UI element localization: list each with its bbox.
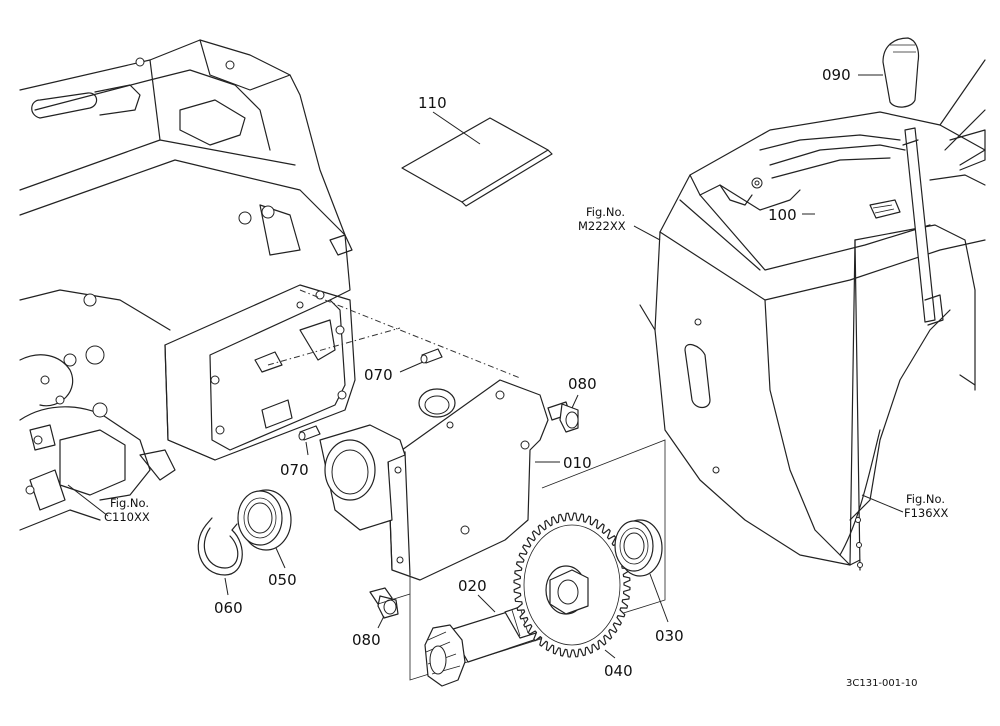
part-010-case-cover: 010 (319, 379, 592, 581)
housing-mount-face (164, 284, 521, 461)
label-080-lower: 080 (352, 631, 381, 649)
transmission-housing (19, 39, 353, 531)
label-110: 110 (418, 94, 447, 112)
label-070-upper: 070 (364, 366, 393, 384)
label-040: 040 (604, 662, 633, 680)
label-020: 020 (458, 577, 487, 595)
diagram-code: 3C131-001-10 (846, 678, 917, 689)
fig-ref-m222xx-line2: M222XX (578, 219, 626, 233)
fig-ref-c110xx-line1: Fig.No. (110, 496, 149, 510)
part-040-gear: 040 (513, 512, 633, 680)
part-020-pinion-shaft: 020 (424, 577, 553, 687)
label-010: 010 (563, 454, 592, 472)
fig-ref-f136xx-line2: F136XX (904, 506, 948, 520)
part-030-bearing: 030 (614, 519, 684, 645)
part-080-bolt-lower: 080 (352, 587, 399, 649)
label-080-upper: 080 (568, 375, 597, 393)
label-050: 050 (268, 571, 297, 589)
part-100: 100 (768, 206, 815, 224)
part-070-pins: 070 070 (280, 348, 443, 479)
label-100: 100 (768, 206, 797, 224)
fig-ref-f136xx: Fig.No. F136XX (861, 492, 948, 520)
fender-cover (639, 59, 986, 571)
label-030: 030 (655, 627, 684, 645)
part-060-snap-ring: 060 (197, 517, 243, 617)
fig-ref-c110xx-line2: C110XX (104, 510, 150, 524)
label-070-lower: 070 (280, 461, 309, 479)
assembly-bracket (409, 439, 666, 681)
part-090-lever: 090 (822, 37, 944, 326)
part-110-sheet: 110 (401, 94, 553, 207)
fig-ref-m222xx: Fig.No. M222XX (578, 205, 661, 241)
fig-ref-c110xx: Fig.No. C110XX (67, 484, 150, 524)
part-080-bolt-upper: 080 (547, 375, 597, 433)
label-090: 090 (822, 66, 851, 84)
part-050-bearing: 050 (237, 489, 297, 589)
fig-ref-m222xx-line1: Fig.No. (586, 205, 625, 219)
label-060: 060 (214, 599, 243, 617)
fig-ref-f136xx-line1: Fig.No. (906, 492, 945, 506)
